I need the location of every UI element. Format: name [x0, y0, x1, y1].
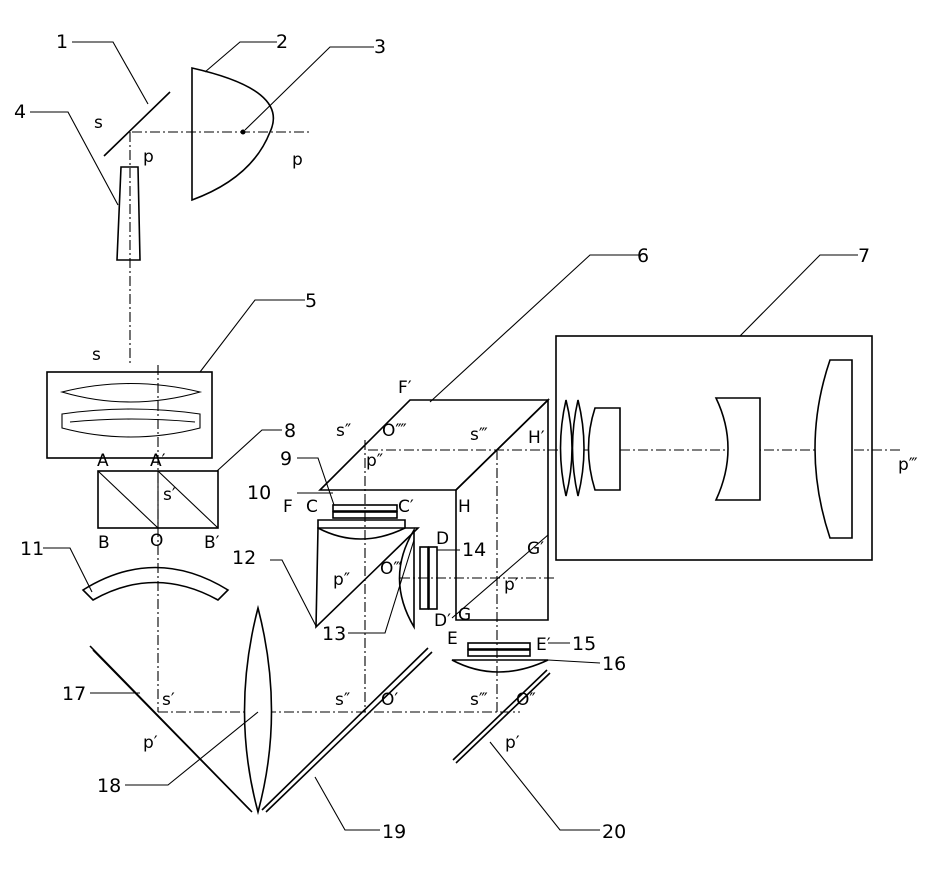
part-number-9: 9 — [280, 448, 292, 470]
label-s-top: s — [94, 113, 103, 133]
label-D: D — [436, 529, 449, 549]
part-number-6: 6 — [637, 245, 649, 267]
part-number-10: 10 — [247, 482, 271, 504]
label-p-prime-right: p′ — [505, 733, 520, 753]
lens-5b — [61, 408, 201, 438]
proj-lens-2 — [571, 399, 585, 497]
panel-15a — [467, 642, 531, 650]
lens-5a — [59, 382, 203, 403]
label-s-mid: s — [92, 345, 101, 365]
part-number-19: 19 — [382, 821, 406, 843]
part-number-14: 14 — [462, 539, 486, 561]
mirror-20a — [452, 669, 548, 761]
mirror-19a — [261, 647, 429, 811]
label-p-tprime: p‴ — [898, 455, 918, 475]
label-p-top: p — [143, 147, 154, 167]
label-s-dprime-bottom: s″ — [335, 690, 350, 710]
part-number-3: 3 — [374, 36, 386, 58]
part-number-7: 7 — [858, 245, 870, 267]
label-s-tprime-bottom: s‴ — [470, 690, 488, 710]
optical-axes — [129, 131, 900, 713]
label-H-prime: H′ — [528, 428, 545, 448]
label-G-prime: G′ — [527, 539, 544, 559]
mirror-1 — [103, 91, 171, 157]
mirror-20b — [455, 672, 551, 764]
label-G: G — [458, 605, 471, 625]
reflector-2 — [191, 67, 275, 202]
label-A: A — [97, 451, 109, 471]
label-D-prime: D′ — [434, 611, 451, 631]
label-B: B — [98, 533, 110, 553]
axis-labels: s p p s A A′ s′ B O B′ F′ s″ O⁗ p″ s‴ H′… — [92, 113, 918, 753]
label-p-right: p — [292, 150, 303, 170]
panel-9 — [332, 504, 398, 512]
lens-16 — [451, 659, 549, 673]
lamp-3 — [240, 129, 246, 135]
part-numbers: 1 2 3 4 5 6 7 8 9 10 11 12 13 14 15 16 1… — [14, 31, 870, 843]
panel-14a — [419, 546, 429, 610]
lens-13 — [398, 527, 415, 630]
lens-F — [317, 519, 406, 540]
label-O-qprime: O⁗ — [382, 421, 407, 441]
lens-group-5 — [46, 371, 213, 459]
label-p-dprime-top: p″ — [366, 451, 383, 471]
prism-12 — [315, 527, 420, 629]
panel-14b — [428, 546, 438, 610]
label-p-dprime-mid: p″ — [333, 570, 350, 590]
part-number-20: 20 — [602, 821, 626, 843]
label-H: H — [458, 497, 471, 517]
label-O-dprime: O″ — [516, 690, 536, 710]
proj-lens-4 — [714, 397, 761, 501]
label-s-prime-bottom: s′ — [162, 690, 175, 710]
label-F: F — [283, 497, 293, 517]
panel-15b — [467, 649, 531, 657]
label-O-prime: O′ — [381, 690, 398, 710]
part-number-17: 17 — [62, 683, 86, 705]
label-E: E — [447, 629, 458, 649]
label-p-prime-cube: p′ — [504, 575, 519, 595]
x-cube-6 — [318, 398, 550, 621]
curved-mirror-11 — [81, 566, 230, 601]
leader-lines — [30, 41, 858, 831]
label-A-prime: A′ — [150, 451, 166, 471]
label-B-prime: B′ — [204, 533, 220, 553]
part-number-4: 4 — [14, 101, 26, 123]
label-s-dprime-top: s″ — [336, 421, 351, 441]
part-number-15: 15 — [572, 633, 596, 655]
proj-lens-1 — [559, 399, 573, 497]
part-number-8: 8 — [284, 420, 296, 442]
light-rod-4 — [116, 166, 141, 261]
part-number-13: 13 — [322, 623, 346, 645]
part-number-2: 2 — [276, 31, 288, 53]
proj-lens-3 — [587, 407, 621, 491]
label-O: O — [150, 531, 163, 551]
label-C-prime: C′ — [398, 497, 414, 517]
part-number-11: 11 — [20, 538, 44, 560]
part-number-12: 12 — [232, 547, 256, 569]
lens-18 — [243, 604, 273, 816]
part-number-18: 18 — [97, 775, 121, 797]
projection-lens-7 — [555, 335, 873, 561]
part-number-1: 1 — [56, 31, 68, 53]
lens-5c — [69, 418, 196, 423]
mirror-19b — [265, 651, 433, 813]
mirror-17b — [92, 649, 253, 813]
label-O-tprime: O‴ — [380, 559, 402, 579]
label-p-prime-left: p′ — [143, 733, 158, 753]
label-F-prime: F′ — [398, 378, 412, 398]
label-E-prime: E′ — [536, 635, 551, 655]
proj-lens-5 — [814, 359, 853, 539]
part-number-16: 16 — [602, 653, 626, 675]
label-s-prime-prism: s′ — [163, 485, 176, 505]
panel-10 — [332, 511, 398, 519]
label-s-tprime-top: s‴ — [470, 425, 488, 445]
prism-8-diag-left — [97, 470, 159, 529]
part-number-5: 5 — [305, 290, 317, 312]
label-C: C — [306, 497, 318, 517]
prism-8-diag-right — [157, 470, 219, 529]
